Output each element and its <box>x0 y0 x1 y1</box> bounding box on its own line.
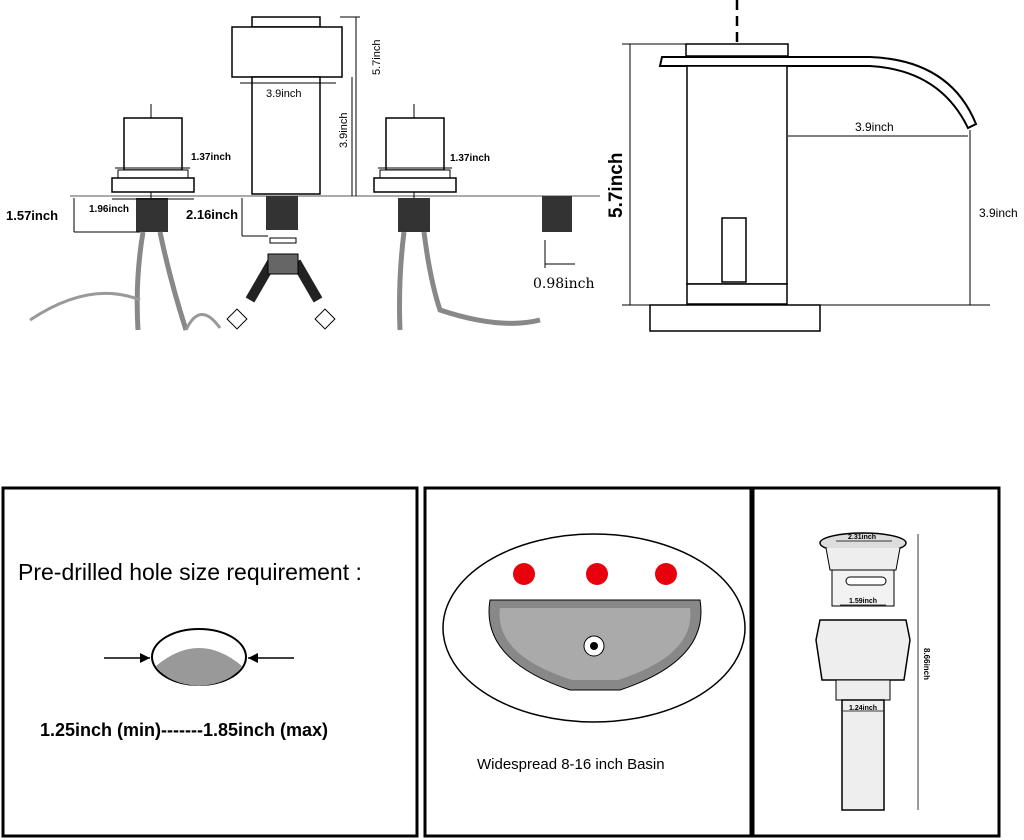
inner-diameter-label: 1.59inch <box>849 598 877 605</box>
left-handle-hoses <box>134 231 189 331</box>
spout-width-label: 3.9inch <box>266 88 301 100</box>
hole-panel-frame <box>1 486 419 838</box>
spout-tee <box>267 253 299 275</box>
hole-panel: Pre-drilled hole size requirement : 1.25… <box>18 559 362 740</box>
right-handle-collar <box>379 169 451 179</box>
total-length-label: 8.66inch <box>922 648 931 680</box>
right-handle-shank <box>398 198 430 232</box>
basin-panel-frame <box>423 486 753 838</box>
basin-drain-hole <box>590 642 598 650</box>
spout-height-label: 3.9inch <box>338 113 350 148</box>
drain-shank-label: 0.98inch <box>533 276 595 292</box>
right-handle-hoses <box>397 231 541 331</box>
total-height-label: 5.7inch <box>371 40 383 75</box>
faucet-set-side-view: 3.9inch 5.7inch 3.9inch 1.37inch 1.37inc… <box>6 16 600 331</box>
hole-size-range: 1.25inch (min)-------1.85inch (max) <box>40 720 328 740</box>
drain-collar <box>835 679 891 701</box>
left-handle-cap <box>123 117 183 171</box>
spout-nut-right <box>314 308 336 330</box>
right-handle-cap <box>385 117 445 171</box>
basin-panel: Widespread 8-16 inch Basin <box>442 533 746 773</box>
spout-head <box>231 26 343 78</box>
drain-panel-frame <box>751 486 1001 838</box>
handle-shank-label: 1.57inch <box>6 208 58 223</box>
drain-shank <box>542 196 572 232</box>
profile-reach-label: 3.9inch <box>855 120 894 134</box>
profile-lever <box>721 217 747 283</box>
drain-cap-body <box>825 547 901 571</box>
basin-hole-left <box>513 563 535 585</box>
basin-hole-center <box>586 563 608 585</box>
left-handle-width-label: 1.37inch <box>191 152 231 163</box>
profile-spout <box>658 56 978 130</box>
profile-height-label: 5.7inch <box>606 153 627 218</box>
drain-nut <box>815 619 911 681</box>
profile-spout-height-label: 3.9inch <box>979 206 1018 220</box>
profile-base <box>686 283 788 305</box>
drain-slot <box>845 576 887 586</box>
spout-top <box>251 16 321 28</box>
spout-washer <box>269 237 297 244</box>
spout-shank-label: 2.16inch <box>186 207 238 222</box>
bottom-panels: Pre-drilled hole size requirement : 1.25… <box>1 486 1001 838</box>
right-handle-base <box>373 177 457 193</box>
hole-panel-title: Pre-drilled hole size requirement : <box>18 559 362 585</box>
left-handle-collar <box>117 169 189 179</box>
basin-caption: Widespread 8-16 inch Basin <box>477 756 665 773</box>
flange-width-label: 1.96inch <box>89 204 129 215</box>
hole-arrowhead-left <box>140 653 150 663</box>
tail-diameter-label: 1.24inch <box>849 705 877 712</box>
profile-cap <box>685 43 789 57</box>
basin-hole-right <box>655 563 677 585</box>
spout-shank <box>266 196 298 230</box>
left-handle-shank <box>136 198 168 232</box>
cap-diameter-label: 2.31inch <box>848 534 876 541</box>
drain-stopper <box>831 569 895 607</box>
faucet-profile-view: 5.7inch 3.9inch 3.9inch <box>606 0 1018 332</box>
spout-column <box>251 76 321 195</box>
right-handle-width-label: 1.37inch <box>450 153 490 164</box>
drain-tailpiece <box>841 699 885 811</box>
left-supply-lines <box>29 291 222 331</box>
profile-deck <box>649 304 821 332</box>
left-handle-base <box>111 177 195 193</box>
hole-arrowhead-right <box>248 653 258 663</box>
hole-shadow <box>156 648 242 686</box>
drain-panel: 2.31inch 1.59inch 8.66inch 1.24inch <box>815 532 931 811</box>
spout-nut-left <box>226 308 248 330</box>
